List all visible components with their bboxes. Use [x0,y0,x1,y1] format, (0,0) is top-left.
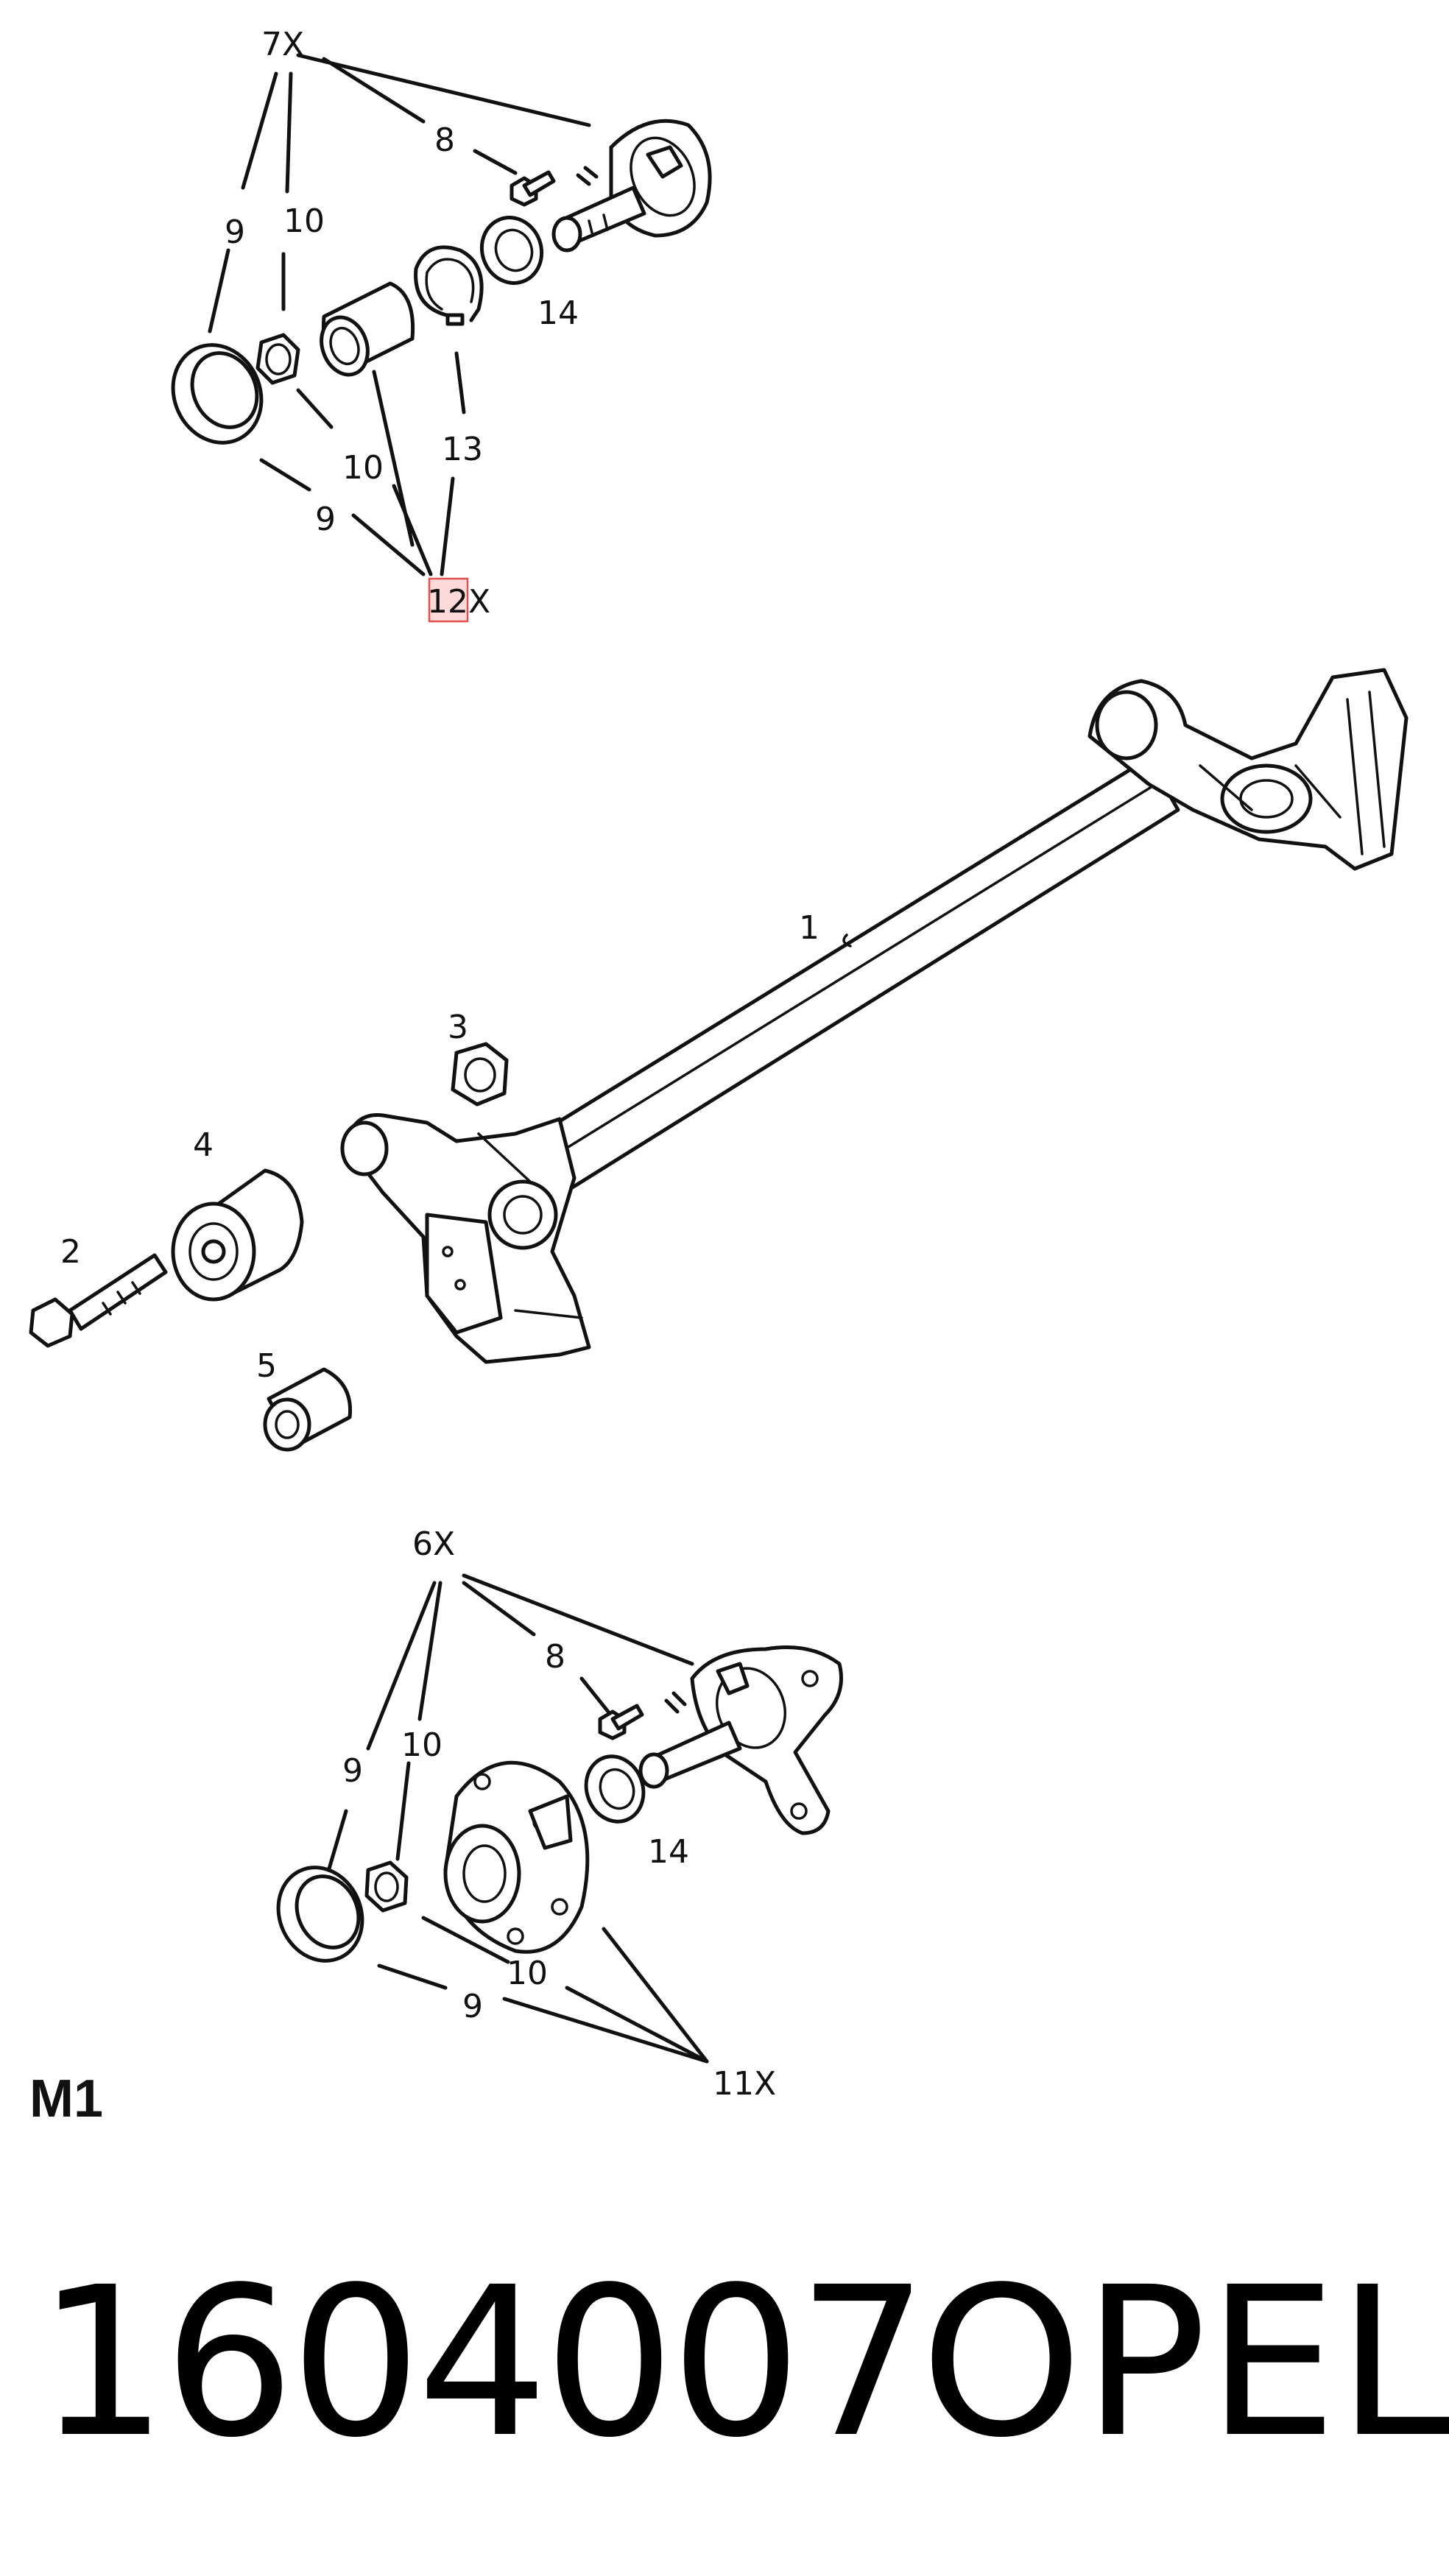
dust-cap-part [171,343,264,445]
hub-nut-part [255,333,300,385]
callout-6x: 6X [412,1525,455,1563]
part-number: 1604007 [37,2243,928,2483]
bottom-hub-group: 6X 8 9 10 14 10 9 11X [276,1525,843,2103]
pivot-bolt-part [29,1253,168,1348]
callout-4: 4 [193,1126,214,1164]
callout-12x: 12X [427,583,490,621]
wheel-hub-flange-part [443,1760,590,1954]
snap-ring-part [414,245,484,326]
callout-10-bot: 10 [401,1726,443,1764]
dust-cap-bottom-part [276,1866,364,1963]
callout-7x: 7X [261,26,304,63]
seal-ring-bottom-part [584,1754,646,1824]
callout-9-top-b: 9 [315,501,336,538]
callout-8-bot: 8 [545,1638,565,1676]
callout-3: 3 [448,1009,468,1046]
wheel-bearing-part [320,281,415,377]
seal-ring-part [479,216,544,285]
flange-nut-part [451,1042,509,1107]
section-code-label: M1 [29,2069,104,2128]
brand-name: OPEL [920,2243,1449,2483]
callout-2: 2 [60,1233,81,1271]
stub-axle-flange-part [551,119,712,253]
top-hub-group: 7X 8 9 10 14 10 13 9 12X [171,26,712,623]
callout-10-bot-b: 10 [507,1955,548,1992]
callout-14-bot: 14 [648,1833,689,1871]
callout-11x: 11X [713,2065,776,2103]
callout-10-top: 10 [283,202,325,240]
callout-9-bot: 9 [342,1752,363,1790]
small-bolt-bottom-part [598,1704,644,1740]
callout-14-top: 14 [537,294,579,332]
stub-axle-bracket-part [638,1645,843,1835]
callout-10-top-b: 10 [342,449,384,487]
callout-13: 13 [442,431,483,468]
bushing-part [171,1168,304,1302]
callout-1: 1 [799,909,819,947]
callout-9-bot-b: 9 [462,1988,483,2025]
right-trailing-arm-part [1087,668,1409,871]
callout-8-top: 8 [434,121,455,159]
axle-beam-part [513,756,1180,1202]
highlight-box [428,577,469,623]
callout-5: 5 [256,1347,277,1385]
axle-group: 1 3 4 2 5 [29,668,1409,1452]
spacer-sleeve-part [263,1367,353,1452]
left-trailing-arm-part [340,1113,591,1364]
footer-caption: 1604007 OPEL [37,2243,1449,2483]
callout-9-top: 9 [225,214,245,251]
hub-nut-bottom-part [364,1860,409,1913]
small-bolt-part [510,170,556,207]
